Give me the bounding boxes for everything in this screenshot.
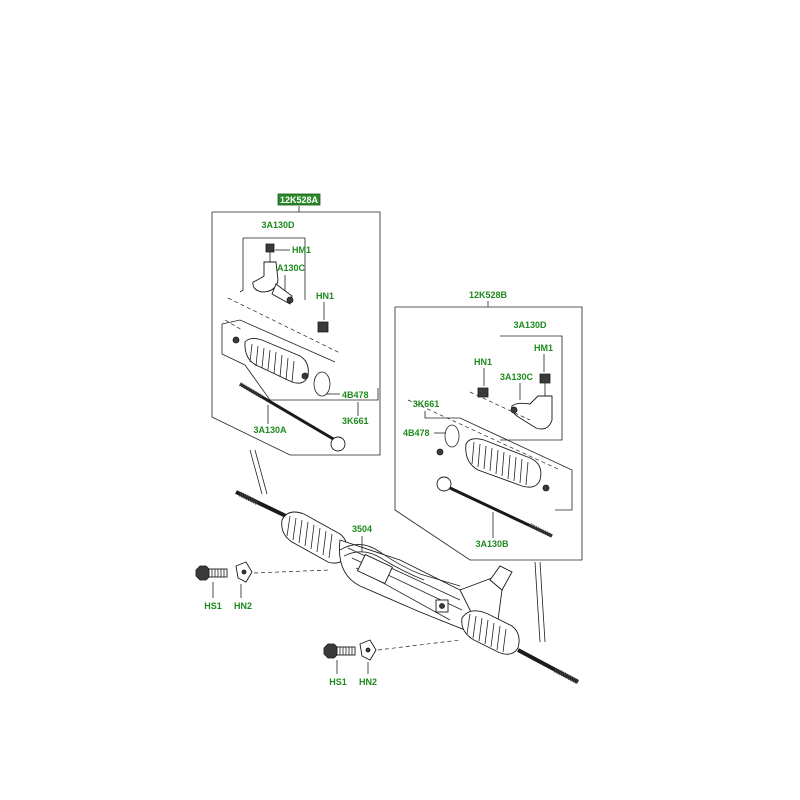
inner-tie-rod-b [436, 476, 553, 538]
link-line-b-2 [539, 561, 546, 643]
assembly-b-frame [394, 306, 583, 561]
label-hn2-left[interactable]: HN2 [234, 601, 252, 611]
right-mount-hardware: HS1 HN2 [323, 639, 461, 687]
label-hm1-b[interactable]: HM1 [534, 343, 553, 353]
label-3504[interactable]: 3504 [352, 524, 372, 534]
label-3a130b[interactable]: 3A130B [475, 539, 509, 549]
clip-a-shape [313, 371, 331, 397]
label-4b478-b[interactable]: 4B478 [403, 428, 430, 438]
label-3k661-b[interactable]: 3K661 [413, 399, 440, 409]
label-hn2-right[interactable]: HN2 [359, 677, 377, 687]
left-mount-hardware: HS1 HN2 [195, 561, 331, 611]
inner-tie-rod-a [238, 382, 346, 452]
clip-b-shape [444, 424, 460, 448]
boot-b [436, 438, 550, 492]
assembly-a-group: 12K528A 3A130D HM1 3A130C HN1 [211, 193, 381, 456]
label-3k661-a[interactable]: 3K661 [342, 416, 369, 426]
axis-a-2 [224, 319, 243, 331]
bolt-hs1-right-shape [323, 643, 356, 659]
kit-bracket-a-top [243, 237, 306, 300]
mount-axis-right [377, 639, 461, 651]
label-3a130c-b[interactable]: 3A130C [500, 372, 534, 382]
nut-hm1-a-shape [265, 243, 275, 253]
steering-rack [235, 490, 580, 685]
boot-kit-a-bracket-top [221, 319, 336, 363]
assembly-a-label[interactable]: 12K528A [280, 195, 319, 205]
label-hm1-a[interactable]: HM1 [292, 245, 311, 255]
boot-kit-a-bracket [221, 324, 379, 401]
tie-rod-end-b [510, 383, 553, 430]
link-line-b-1 [534, 561, 541, 643]
label-3a130c-a[interactable]: 3A130C [272, 263, 306, 273]
bolt-hs1-left-shape [195, 565, 228, 581]
label-hn1-b[interactable]: HN1 [474, 357, 492, 367]
link-line-a-1 [249, 449, 263, 495]
label-3a130d-b[interactable]: 3A130D [513, 320, 547, 330]
kit-bracket-a [239, 238, 244, 293]
assembly-b-label[interactable]: 12K528B [469, 290, 508, 300]
link-line-a-2 [254, 449, 268, 495]
assembly-b-group: 12K528B 3A130D HM1 HN1 3A130C 3K661 4B47… [394, 290, 583, 561]
label-4b478-a[interactable]: 4B478 [342, 390, 369, 400]
label-hn1-a[interactable]: HN1 [316, 291, 334, 301]
nut-hm1-b-shape [539, 373, 551, 384]
nut-hn1-a-shape [317, 321, 329, 333]
kit-bracket-b [500, 335, 563, 441]
label-hs1-right[interactable]: HS1 [329, 677, 347, 687]
label-hs1-left[interactable]: HS1 [204, 601, 222, 611]
label-3a130d-a[interactable]: 3A130D [261, 220, 295, 230]
steering-gear-assembly: 3504 [235, 449, 580, 685]
boot-kit-b-bracket [424, 411, 573, 511]
mount-axis-left [253, 569, 331, 574]
boot-a [232, 336, 309, 384]
assembly-a-highlight [277, 193, 321, 206]
tie-rod-end-a [252, 243, 294, 305]
nut-hn1-b-shape [477, 387, 489, 398]
label-3a130a[interactable]: 3A130A [253, 425, 287, 435]
assembly-a-frame [211, 211, 381, 456]
